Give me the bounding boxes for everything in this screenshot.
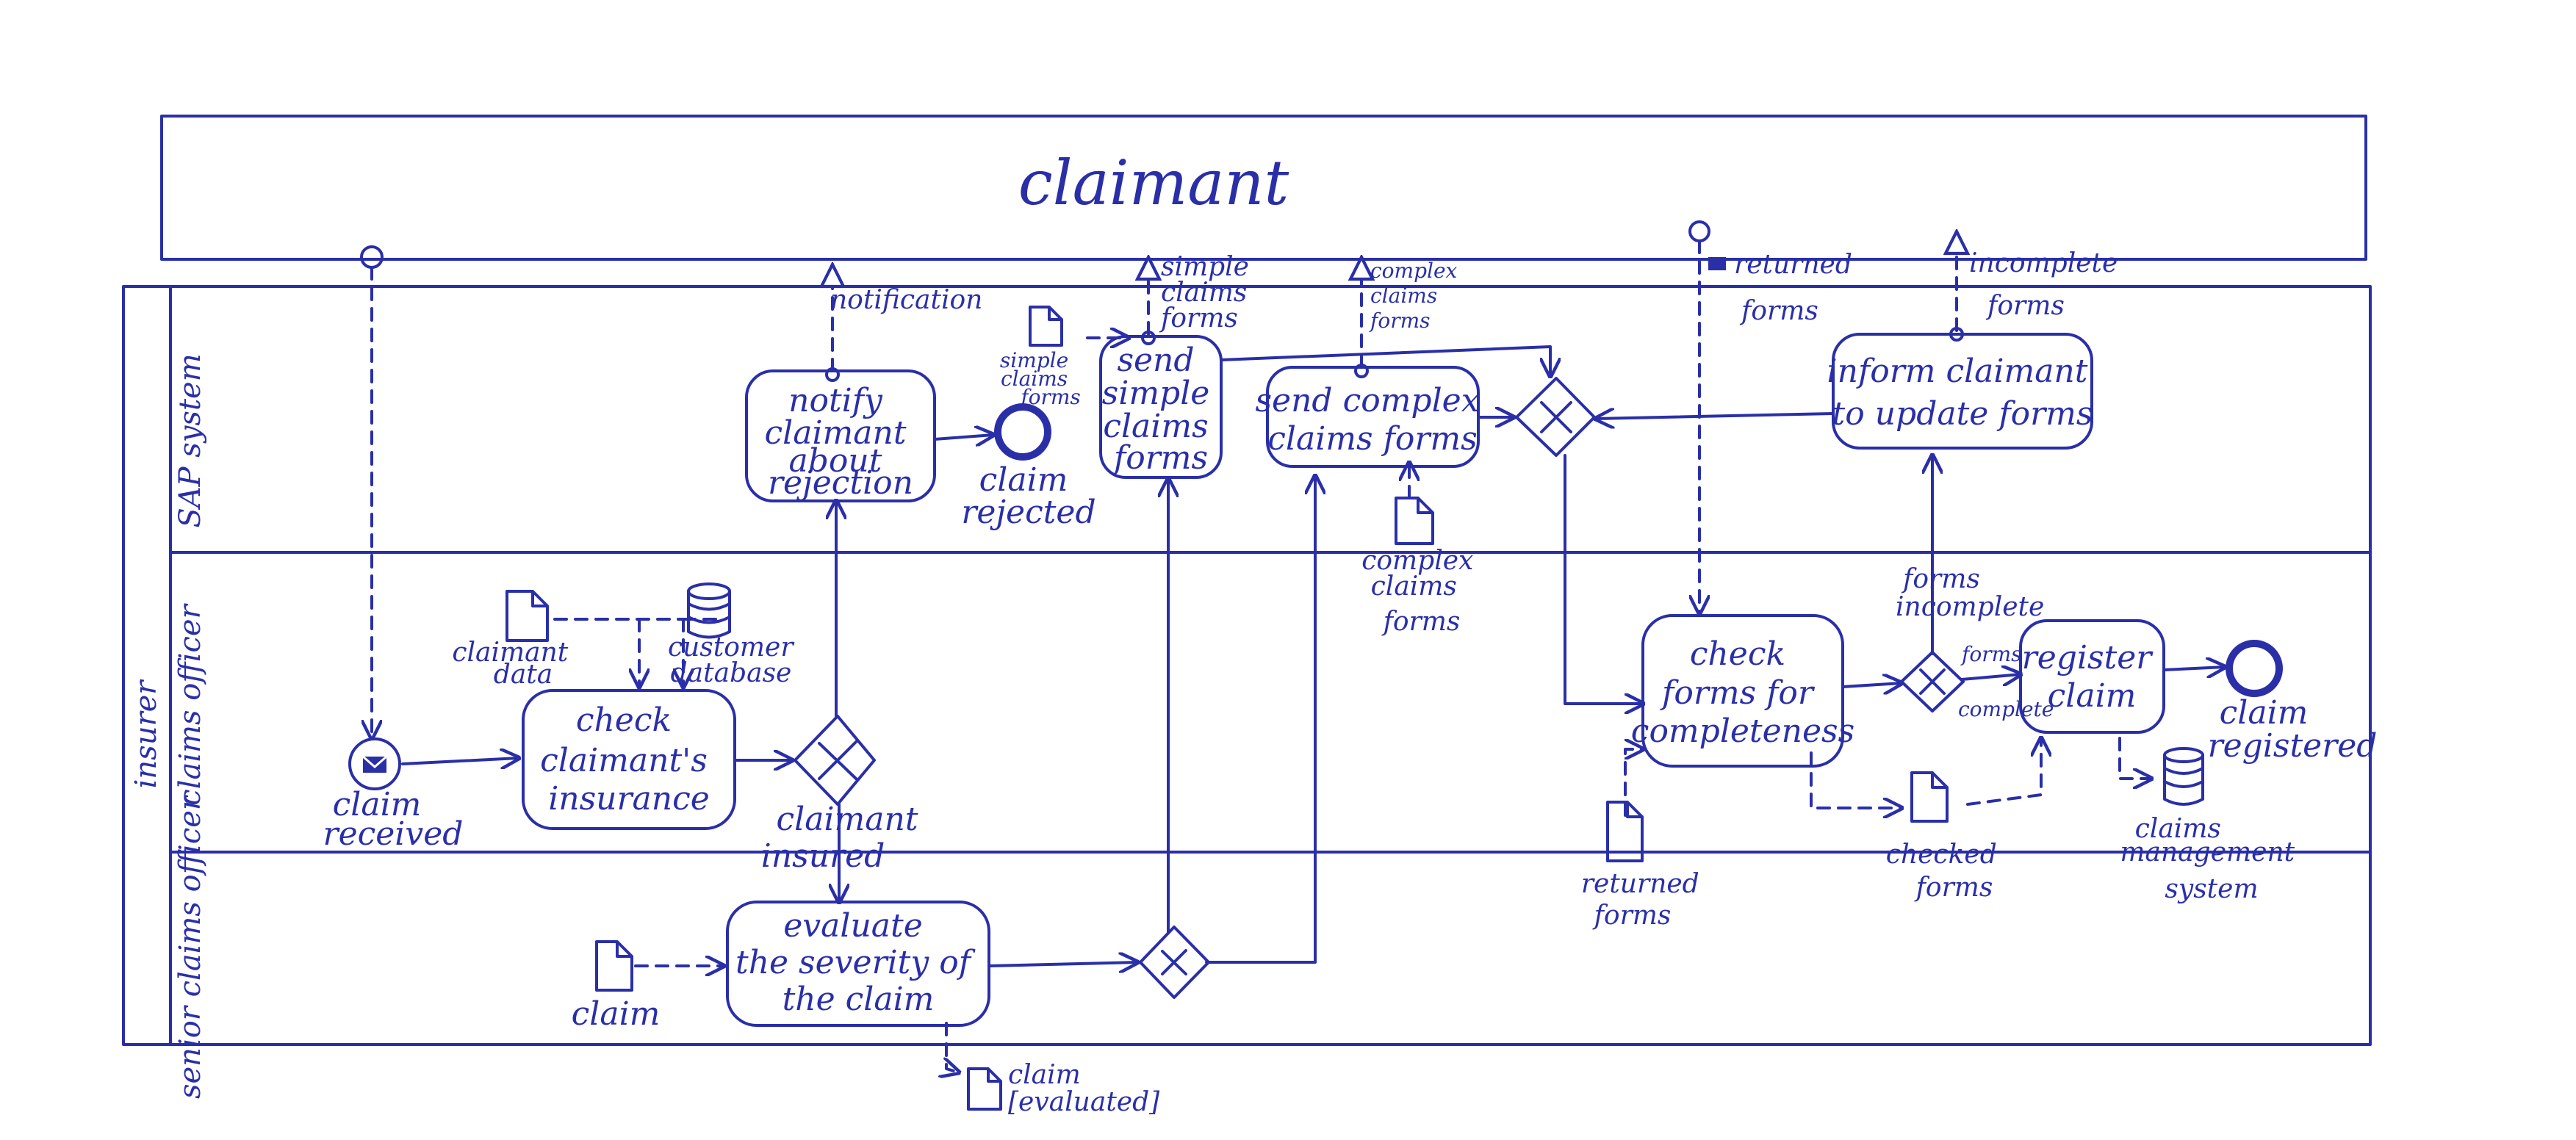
message-returned-forms-label: returned forms — [1734, 250, 1860, 326]
end-event-rejected-label: claim rejected — [961, 461, 1095, 531]
data-object-complex-forms — [1395, 497, 1434, 545]
message-simple-forms-label: simple claims forms — [1159, 252, 1257, 333]
gateway-claimant-insured-label: claimant insured — [761, 801, 929, 875]
task-check-forms-completeness: check forms for completeness — [1631, 614, 1854, 768]
end-event-claim-rejected — [994, 403, 1051, 461]
flow-check-forms-to-gateway — [1841, 683, 1902, 687]
lane-sap-system-label: SAP system — [173, 353, 207, 527]
message-source-circle — [1688, 220, 1710, 242]
claim-doc-label: claim — [572, 995, 661, 1033]
end-event-claim-registered — [2226, 640, 2283, 697]
task-check-claimant-insurance: check claimant's insurance — [522, 689, 736, 830]
message-incomplete-forms-label: incomplete forms — [1969, 248, 2126, 321]
task-notify-label: notify claimant about rejection — [765, 382, 917, 502]
assoc-line — [1624, 749, 1643, 817]
task-register-label: register claim — [2022, 639, 2162, 715]
flow-simple-to-merge — [1220, 345, 1550, 376]
message-start-dot — [825, 367, 840, 382]
data-object-checked-forms — [1910, 771, 1949, 823]
claimant-pool — [160, 115, 2367, 261]
task-register-claim: register claim — [2019, 619, 2165, 734]
task-check-forms-label: check forms for completeness — [1631, 635, 1854, 750]
data-object-claim — [595, 940, 633, 992]
returned-forms-doc-label: returned forms — [1581, 869, 1708, 931]
end-event-registered-label: claim registered — [2208, 694, 2378, 765]
flow-gateway-to-register — [1960, 674, 2021, 679]
flow-evaluate-to-gateway — [987, 962, 1137, 966]
claim-evaluated-label: claim [evaluated] — [1008, 1060, 1160, 1117]
start-event-claim-received — [348, 737, 401, 790]
flow-notify-to-rejected — [933, 435, 993, 439]
data-object-returned-forms — [1606, 801, 1644, 862]
start-event-label: claim received — [323, 786, 464, 853]
sequence-flows — [401, 345, 2225, 966]
gateway-forms-complete-label: forms complete — [1958, 642, 2054, 721]
task-inform-label: inform claimant to update forms — [1827, 353, 2098, 433]
data-object-claimant-data — [506, 590, 549, 642]
task-send-complex-label: send complex claims forms — [1255, 382, 1489, 458]
assoc-line — [1966, 738, 2041, 806]
message-envelope-icon — [1708, 257, 1726, 270]
customer-database-label: customer database — [668, 632, 802, 688]
flow-register-to-end — [2162, 667, 2225, 670]
assoc-line — [946, 1022, 959, 1072]
flow-inform-to-merge — [1596, 414, 1835, 419]
task-send-simple-forms: send simple claims forms — [1099, 335, 1223, 479]
claims-management-system-label: claims management system — [2120, 814, 2303, 904]
checked-forms-label: checked forms — [1886, 840, 2005, 903]
task-evaluate-severity: evaluate the severity of the claim — [726, 901, 990, 1027]
claimant-data-label: claimant data — [452, 638, 576, 690]
message-start-dot — [1354, 364, 1369, 378]
lane-senior-claims-officer-label: senior claims officer — [173, 794, 207, 1099]
message-complex-forms-label: complex claims forms — [1369, 259, 1464, 333]
task-send-simple-label: send simple claims forms — [1102, 342, 1220, 477]
message-flows — [360, 220, 1962, 738]
task-send-complex-forms: send complex claims forms — [1255, 366, 1489, 468]
data-object-simple-forms — [1029, 306, 1063, 347]
gateway-claimant-insured — [794, 715, 876, 806]
lane-claims-officer-label: claims officer — [173, 602, 207, 805]
flow-gateway-to-complex — [1205, 476, 1315, 964]
flow-start-to-check — [401, 758, 519, 764]
task-evaluate-label: evaluate the severity of the claim — [735, 907, 981, 1018]
insurer-pool-label: insurer — [129, 679, 163, 789]
insurer-pool — [122, 285, 2372, 1046]
datastore-customer-database — [687, 582, 731, 639]
task-check-insurance-label: check claimant's insurance — [540, 701, 718, 818]
message-source-circle — [360, 245, 384, 269]
gateway-evaluation-split — [1139, 926, 1210, 999]
datastore-claims-management-system — [2163, 747, 2204, 806]
simple-forms-doc-label: simple claims forms — [1000, 348, 1081, 409]
data-associations — [553, 338, 2151, 1072]
assoc-line — [1810, 751, 1902, 808]
assoc-line — [2118, 737, 2151, 779]
claimant-pool-label: claimant — [1018, 147, 1289, 219]
complex-forms-doc-label: complex claims forms — [1361, 546, 1482, 637]
gateway-forms-incomplete-label: forms incomplete — [1896, 564, 2044, 622]
message-notification-label: notification — [830, 285, 982, 315]
gateway-forms-complete — [1900, 651, 1965, 712]
flow-merge-to-check-forms — [1564, 454, 1643, 704]
data-object-claim-evaluated — [967, 1067, 1002, 1111]
task-inform-claimant: inform claimant to update forms — [1827, 333, 2098, 450]
gateway-forms-merge — [1515, 377, 1596, 457]
task-notify-claimant: notify claimant about rejection — [745, 369, 936, 502]
